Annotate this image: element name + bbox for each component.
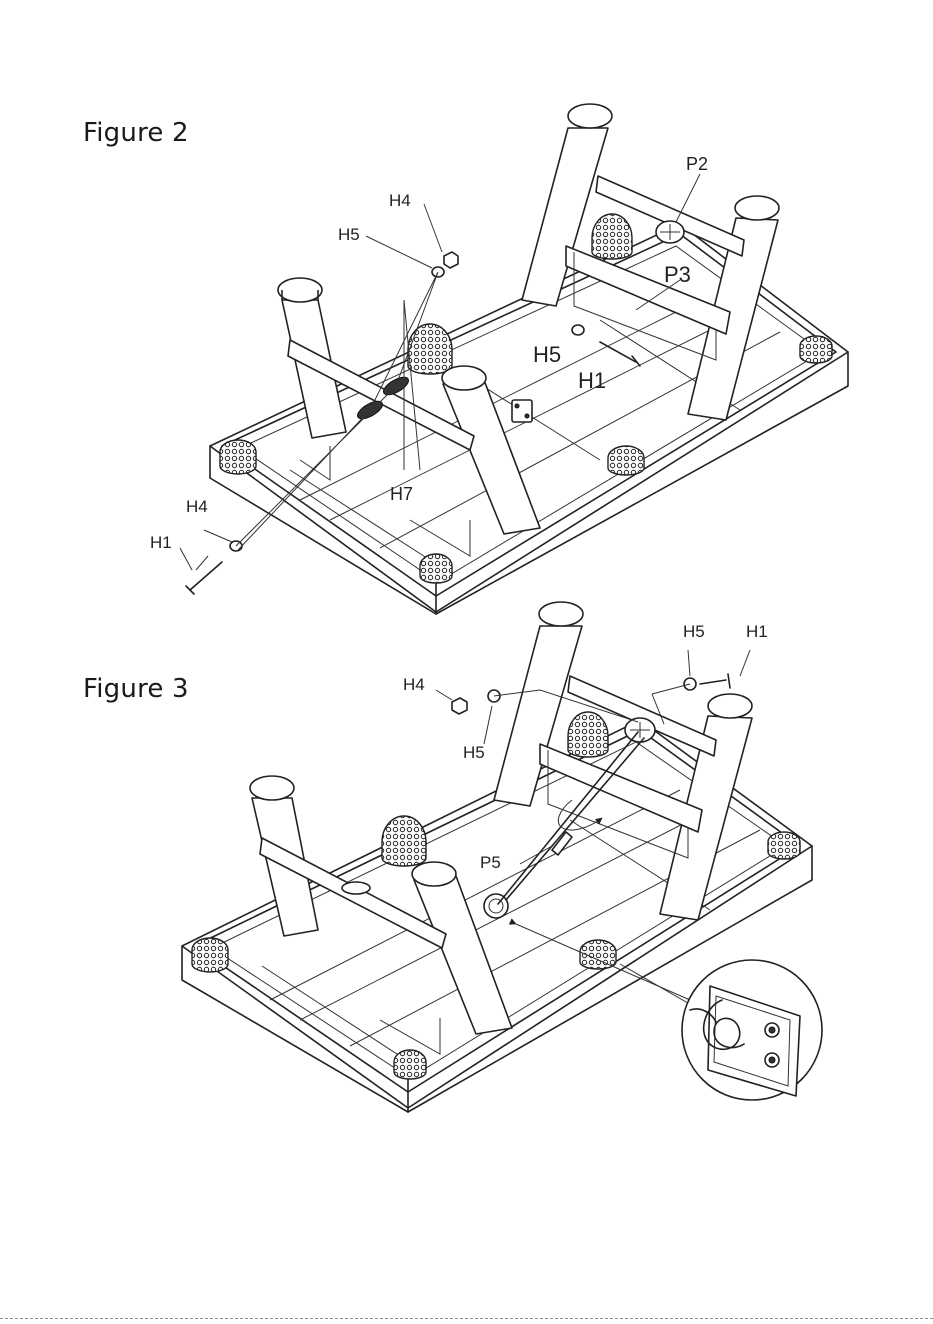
figure-2-drawing: H4 H5 P2 P3 H5 H1 H7 H4 H1 xyxy=(150,104,848,614)
label-h7: H7 xyxy=(390,484,413,504)
label-h5-top: H5 xyxy=(338,225,360,244)
label-h1-left: H1 xyxy=(150,533,172,552)
label-h1: H1 xyxy=(746,622,768,641)
label-h1-right: H1 xyxy=(578,368,606,393)
label-h4-left: H4 xyxy=(186,497,208,516)
label-h4-top: H4 xyxy=(389,191,411,210)
label-h5-mid: H5 xyxy=(533,342,561,367)
label-h4: H4 xyxy=(403,675,425,694)
figure-3-drawing: H4 H5 H5 H1 P5 xyxy=(182,602,822,1112)
detail-inset xyxy=(682,960,822,1100)
page-bottom-rule xyxy=(0,1318,933,1319)
label-p2: P2 xyxy=(686,154,708,174)
label-p5: P5 xyxy=(480,853,501,872)
label-h5-left: H5 xyxy=(463,743,485,762)
label-h5-right: H5 xyxy=(683,622,705,641)
label-p3: P3 xyxy=(664,262,691,287)
